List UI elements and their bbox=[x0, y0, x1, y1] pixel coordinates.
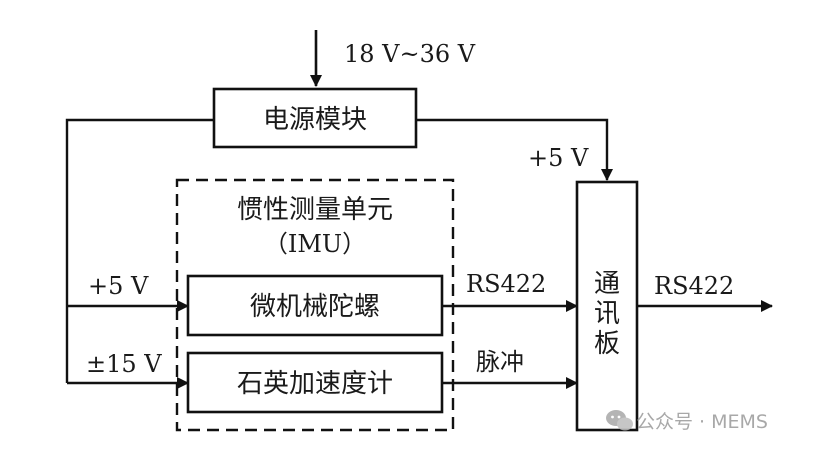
supply-gyro-label: +5 V bbox=[88, 272, 149, 300]
comm-board-char-2: 讯 bbox=[594, 299, 620, 329]
supply-comm-label: +5 V bbox=[528, 144, 589, 172]
power-left-bus bbox=[65, 118, 214, 383]
watermark-text: 公众号 · MEMS bbox=[636, 411, 768, 433]
watermark: 公众号 · MEMS bbox=[606, 410, 768, 433]
imu-abbr: （IMU） bbox=[264, 230, 366, 258]
comm-board-char-3: 板 bbox=[594, 329, 620, 359]
accel-output-label: 脉冲 bbox=[476, 348, 524, 376]
comm-board-char-1: 通 bbox=[594, 269, 620, 299]
comm-output-label: RS422 bbox=[654, 272, 734, 300]
gyro-output-label: RS422 bbox=[466, 270, 546, 298]
power-to-comm-line bbox=[416, 118, 613, 181]
accel-label: 石英加速度计 bbox=[237, 369, 393, 399]
power-module-label: 电源模块 bbox=[263, 105, 367, 135]
input-voltage-label: 18 V~36 V bbox=[344, 40, 476, 68]
imu-title: 惯性测量单元 bbox=[237, 195, 393, 225]
gyro-label: 微机械陀螺 bbox=[250, 292, 380, 322]
wechat-icon bbox=[606, 410, 633, 431]
power-module-box bbox=[212, 87, 418, 149]
supply-accel-label: ±15 V bbox=[86, 350, 162, 378]
